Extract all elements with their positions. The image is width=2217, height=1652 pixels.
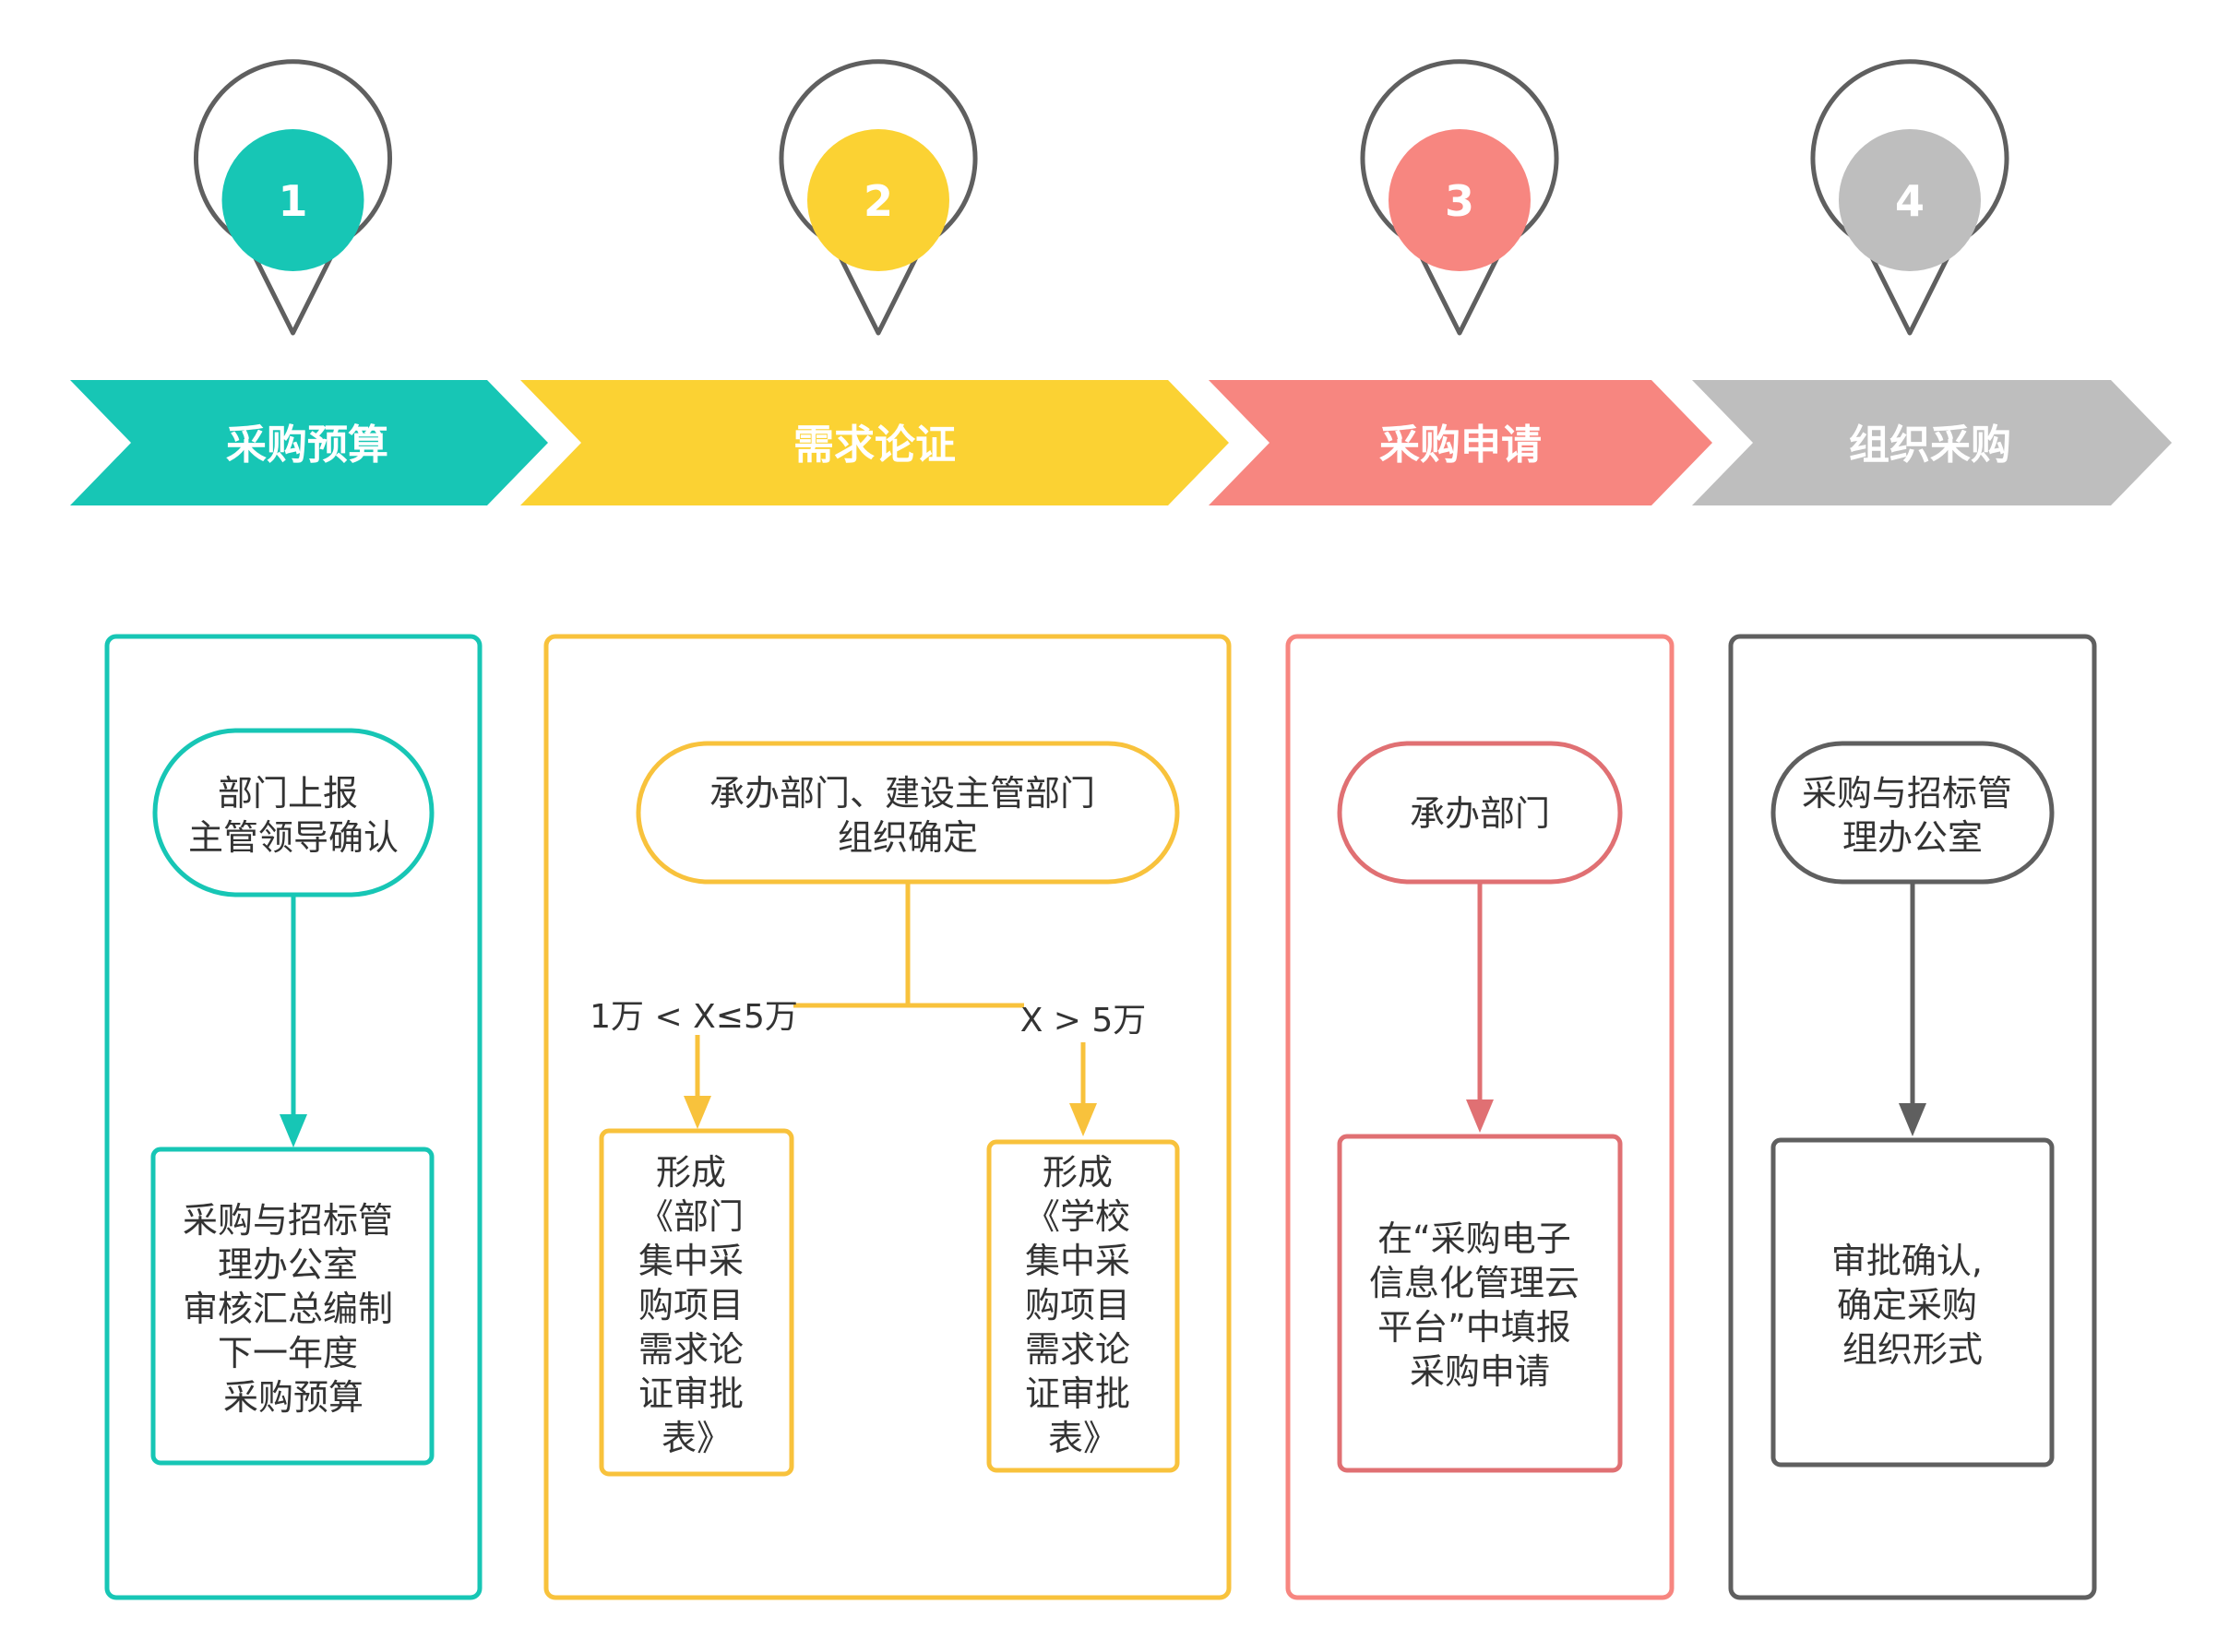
node-platform-apply (1337, 1134, 1623, 1473)
node-budget-compile (150, 1147, 435, 1466)
node-school-form-line-4: 购项目 (1025, 1285, 1130, 1325)
node-demand-dept-text: 承办部门、建设主管部门 组织确定 (709, 773, 1106, 858)
node-platform-apply-line-3: 平台”中填报 (1377, 1307, 1571, 1348)
panel-frame-budget (104, 634, 483, 1600)
node-dept-report-line-2: 主管领导确认 (188, 817, 399, 858)
node-dept-form-line-6: 证审批 (638, 1373, 744, 1414)
node-school-form-text: 形成 《学校 集中采 购项目 需求论 证审批 表》 (1025, 1152, 1141, 1458)
node-approval-confirm (1770, 1137, 2055, 1468)
node-demand-dept-line-2: 组织确定 (838, 817, 978, 858)
arrow-head-organize (1899, 1103, 1926, 1136)
chevron-title-2: 需求论证 (793, 422, 956, 469)
node-school-form-line-7: 表》 (1048, 1418, 1118, 1458)
node-dept-report-line-1: 部门上报 (218, 773, 358, 814)
arrow-head-demand-right (1069, 1103, 1097, 1136)
node-dept-form-line-7: 表》 (662, 1418, 732, 1458)
connector-demand-branch (905, 882, 1024, 1008)
chevron-title-4: 组织采购 (1849, 422, 2011, 469)
node-approval-confirm-text: 审批确认, 确定采购 组织形式 (1831, 1241, 1994, 1370)
node-school-form-line-2: 《学校 (1025, 1196, 1130, 1237)
node-budget-compile-line-4: 下一年度 (218, 1333, 358, 1373)
node-school-form-line-1: 形成 (1043, 1152, 1113, 1193)
node-procurement-office-line-2: 理办公室 (1842, 817, 1983, 858)
node-school-form-line-6: 证审批 (1025, 1373, 1130, 1414)
node-undertaking-dept-text: 承办部门 (1410, 793, 1550, 834)
node-platform-apply-line-2: 信息化管理云 (1369, 1263, 1579, 1303)
node-dept-form-line-4: 购项目 (638, 1285, 744, 1325)
pin-number-1: 1 (278, 176, 307, 226)
pin-circle-1 (221, 129, 364, 271)
node-school-form (986, 1139, 1180, 1473)
arrow-head-budget (280, 1114, 307, 1147)
chevron-title-3: 采购申请 (1379, 422, 1542, 469)
node-budget-compile-line-1: 采购与招标管 (183, 1200, 393, 1241)
pin-number-2: 2 (864, 176, 893, 226)
pin-circle-4 (1839, 129, 1981, 271)
arrow-head-apply (1466, 1099, 1494, 1133)
chevron-shape-1 (70, 380, 548, 505)
node-budget-compile-line-2: 理办公室 (218, 1244, 358, 1285)
node-dept-form-line-1: 形成 (656, 1152, 726, 1193)
node-platform-apply-text: 在“采购电子 信息化管理云 平台”中填报 采购申请 (1369, 1218, 1591, 1392)
pin-circle-3 (1389, 129, 1531, 271)
arrow-head-demand-left (684, 1096, 711, 1129)
node-dept-form-text: 形成 《部门 集中采 购项目 需求论 证审批 表》 (638, 1152, 755, 1458)
node-dept-report-text: 部门上报 主管领导确认 (188, 773, 399, 858)
step-pin-3: 3 (1360, 59, 1559, 336)
pin-number-3: 3 (1445, 176, 1474, 226)
node-approval-confirm-line-1: 审批确认, (1831, 1241, 1983, 1281)
condition-right: X > 5万 (1020, 1002, 1147, 1040)
pin-number-4: 4 (1895, 176, 1925, 226)
node-dept-form-line-2: 《部门 (638, 1196, 744, 1237)
condition-left: 1万 < X≤5万 (590, 998, 798, 1036)
node-budget-compile-text: 采购与招标管 理办公室 审核汇总编制 下一年度 采购预算 (183, 1200, 404, 1418)
node-dept-form-line-3: 集中采 (638, 1241, 744, 1281)
panel-budget: 部门上报 主管领导确认 采购与招标管 理办公室 审核汇总编制 下一年度 采购预算 (104, 634, 483, 1600)
step-chevron-1: 采购预算 (70, 380, 548, 505)
node-platform-apply-line-1: 在“采购电子 (1377, 1218, 1571, 1259)
pin-circle-2 (807, 129, 949, 271)
step-pin-4: 4 (1810, 59, 2009, 336)
node-approval-confirm-line-2: 确定采购 (1837, 1285, 1977, 1325)
node-procurement-office-line-1: 采购与招标管 (1802, 773, 2012, 814)
chevron-title-1: 采购预算 (226, 422, 388, 469)
panel-frame-apply (1285, 634, 1675, 1600)
node-dept-form-line-5: 需求论 (638, 1329, 744, 1370)
step-pin-1: 1 (194, 59, 392, 336)
step-chevron-2: 需求论证 (520, 380, 1229, 505)
node-budget-compile-line-5: 采购预算 (223, 1377, 364, 1418)
node-approval-confirm-line-3: 组织形式 (1842, 1329, 1983, 1370)
node-procurement-office-text: 采购与招标管 理办公室 (1802, 773, 2023, 858)
chevron-shape-3 (1209, 380, 1712, 505)
step-chevron-3: 采购申请 (1209, 380, 1712, 505)
panel-organize: 采购与招标管 理办公室 审批确认, 确定采购 组织形式 (1728, 634, 2097, 1600)
node-demand-dept-line-1: 承办部门、建设主管部门 (709, 773, 1095, 814)
panel-demand: 承办部门、建设主管部门 组织确定 1万 < X≤5万 X > 5万 形成 《部门… (543, 634, 1232, 1600)
chevron-shape-2 (520, 380, 1229, 505)
panel-apply: 承办部门 在“采购电子 信息化管理云 平台”中填报 采购申请 (1285, 634, 1675, 1600)
chevron-shape-4 (1692, 380, 2172, 505)
node-platform-apply-line-4: 采购申请 (1410, 1351, 1550, 1392)
panel-frame-demand (543, 634, 1232, 1600)
node-dept-form (599, 1128, 794, 1477)
step-chevron-4: 组织采购 (1692, 380, 2172, 505)
panel-frame-organize (1728, 634, 2097, 1600)
node-school-form-line-3: 集中采 (1025, 1241, 1130, 1281)
node-budget-compile-line-3: 审核汇总编制 (183, 1289, 393, 1329)
step-pin-2: 2 (779, 59, 978, 336)
node-school-form-line-5: 需求论 (1025, 1329, 1130, 1370)
